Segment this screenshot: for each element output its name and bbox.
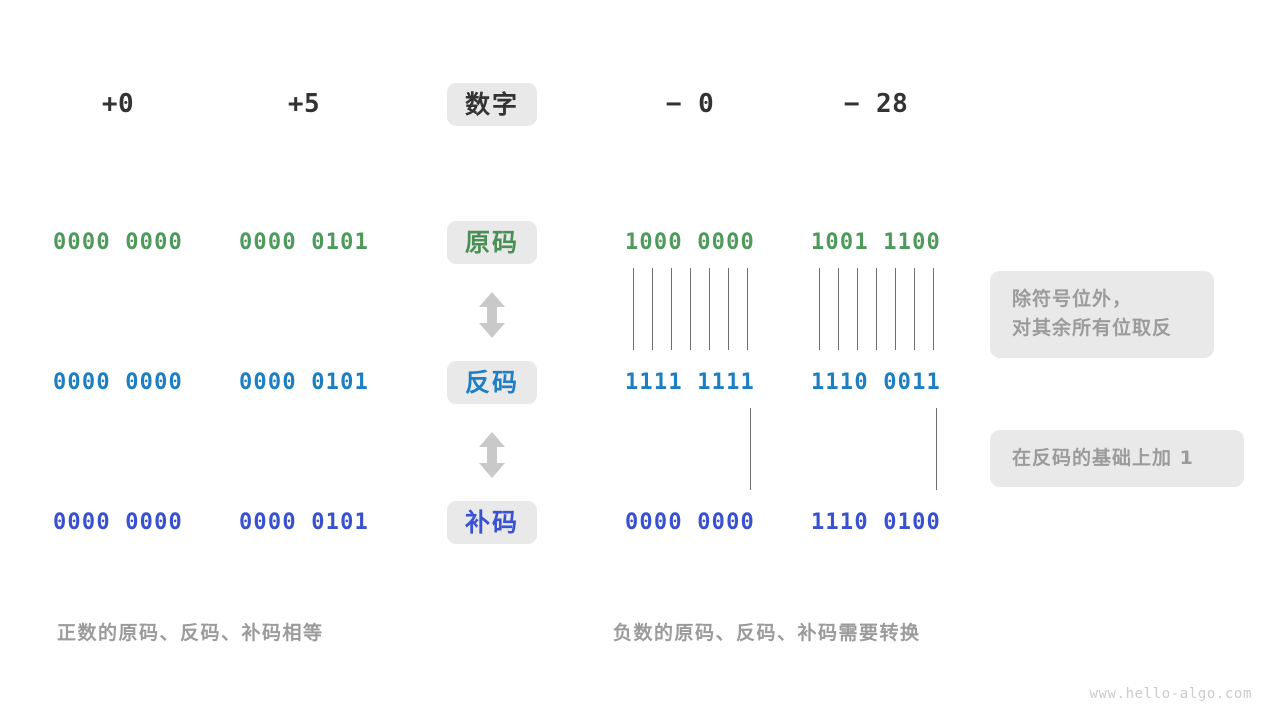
bits-sign-magnitude-plus-zero: 0000 0000 <box>52 229 183 255</box>
bits-sign-magnitude-plus-five: 0000 0101 <box>238 229 369 255</box>
bits-twos-complement-plus-five: 0000 0101 <box>238 509 369 535</box>
note-invert-line-2: 对其余所有位取反 <box>1012 317 1173 340</box>
invert-connector-minus-zero <box>584 268 796 350</box>
bits-sign-magnitude-minus-zero: 1000 0000 <box>624 229 755 255</box>
connector-line <box>894 268 896 350</box>
transform-arrow-sign-to-ones <box>412 288 572 342</box>
column-header-minus-twentyeight: − 28 <box>843 89 909 119</box>
connector-line <box>875 268 877 350</box>
badge-ones-complement: 反码 <box>446 360 537 404</box>
note-invert-line-1: 除符号位外， <box>1012 288 1133 310</box>
bits-sign-magnitude-minus-twentyeight: 1001 1100 <box>810 229 941 255</box>
note-invert-bits: 除符号位外， 对其余所有位取反 <box>990 271 1214 358</box>
connector-line <box>708 268 710 350</box>
bits-twos-complement-plus-zero: 0000 0000 <box>52 509 183 535</box>
connector-line <box>932 268 934 350</box>
transform-arrow-ones-to-twos <box>412 428 572 482</box>
connector-line <box>837 268 839 350</box>
bits-ones-complement-plus-zero: 0000 0000 <box>52 369 183 395</box>
row-label-header: 数字 <box>412 78 572 130</box>
badge-twos-complement: 补码 <box>446 500 537 544</box>
row-label-ones-complement: 反码 <box>412 357 572 407</box>
connector-line <box>670 268 672 350</box>
bits-ones-complement-plus-five: 0000 0101 <box>238 369 369 395</box>
bits-twos-complement-minus-zero: 0000 0000 <box>624 509 755 535</box>
connector-line <box>632 268 634 350</box>
connector-line <box>746 268 748 350</box>
bits-twos-complement-minus-twentyeight: 1110 0100 <box>810 509 941 535</box>
connector-line <box>913 268 915 350</box>
badge-number: 数字 <box>446 82 537 126</box>
row-label-twos-complement: 补码 <box>412 497 572 547</box>
watermark: www.hello-algo.com <box>1089 686 1252 702</box>
caption-positive: 正数的原码、反码、补码相等 <box>57 622 324 644</box>
bits-ones-complement-minus-zero: 1111 1111 <box>624 369 755 395</box>
note-add-one-text: 在反码的基础上加 1 <box>1012 447 1194 469</box>
column-header-plus-zero: +0 <box>101 89 135 119</box>
connector-line <box>749 408 751 490</box>
connector-line <box>689 268 691 350</box>
column-header-plus-five: +5 <box>287 89 321 119</box>
connector-line <box>935 408 937 490</box>
carry-connector-minus-zero <box>584 408 796 490</box>
connector-line <box>818 268 820 350</box>
bits-ones-complement-minus-twentyeight: 1110 0011 <box>810 369 941 395</box>
badge-sign-magnitude: 原码 <box>446 220 537 264</box>
invert-connector-minus-twentyeight <box>770 268 982 350</box>
row-label-sign-magnitude: 原码 <box>412 217 572 267</box>
column-header-minus-zero: − 0 <box>665 89 715 119</box>
double-arrow-vertical-icon <box>479 292 505 338</box>
double-arrow-vertical-icon <box>479 432 505 478</box>
connector-line <box>651 268 653 350</box>
caption-negative: 负数的原码、反码、补码需要转换 <box>613 622 921 644</box>
connector-line <box>727 268 729 350</box>
carry-connector-minus-twentyeight <box>770 408 982 490</box>
connector-line <box>856 268 858 350</box>
note-add-one: 在反码的基础上加 1 <box>990 430 1244 488</box>
